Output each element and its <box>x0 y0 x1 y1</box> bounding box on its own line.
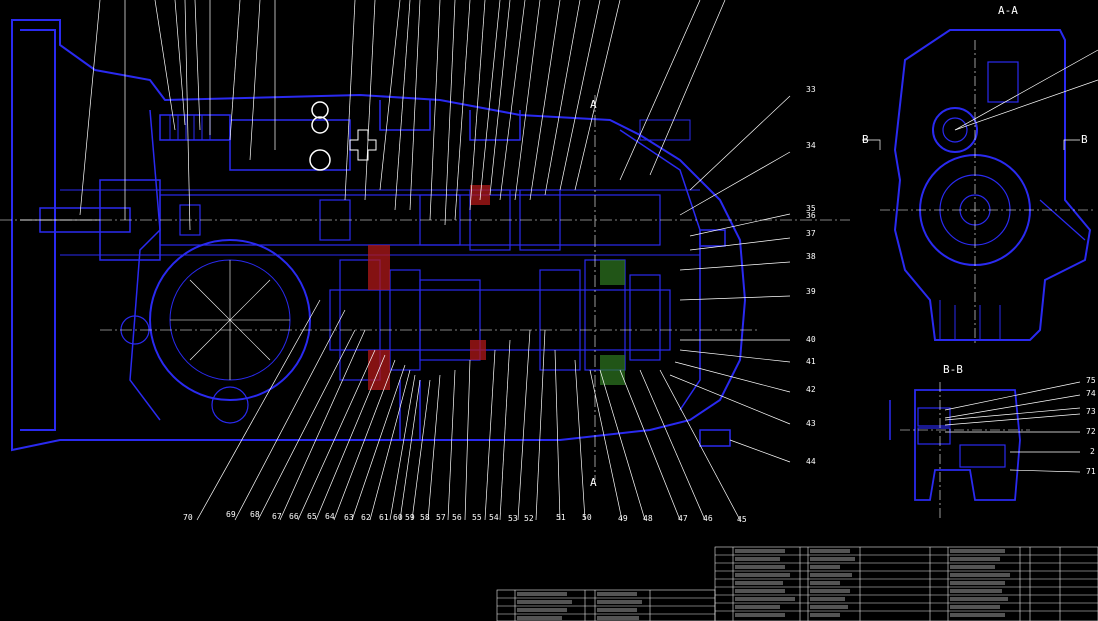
section-hatching-green <box>600 260 625 385</box>
callout-43: 43 <box>806 419 816 428</box>
callout-34: 34 <box>806 141 816 150</box>
callout-36: 36 <box>806 211 816 220</box>
callout-73: 73 <box>1086 407 1096 416</box>
right-leader-lines <box>669 95 791 463</box>
callout-46: 46 <box>703 514 713 523</box>
callout-68: 68 <box>250 510 260 519</box>
section-aa-title: A-A <box>998 4 1018 17</box>
callout-63: 63 <box>344 513 354 522</box>
callout-33: 33 <box>806 85 816 94</box>
centerlines <box>0 95 850 480</box>
callout-56: 56 <box>452 513 462 522</box>
callout-64: 64 <box>325 512 335 521</box>
callout-44: 44 <box>806 457 816 466</box>
callout-59: 59 <box>405 513 415 522</box>
callout-60: 60 <box>393 513 403 522</box>
section-bb-title: B-B <box>943 363 963 376</box>
differential-spokes <box>170 260 290 380</box>
differential-gear <box>120 239 311 424</box>
callout-41: 41 <box>806 357 816 366</box>
callout-35: 35 <box>806 204 816 213</box>
callout-2: 2 <box>1090 447 1095 456</box>
callout-61: 61 <box>379 513 389 522</box>
lower-housing-details <box>399 229 731 447</box>
section-mark-a-bottom: A <box>590 476 597 489</box>
callout-42: 42 <box>806 385 816 394</box>
callout-39: 39 <box>806 287 816 296</box>
callout-70: 70 <box>183 513 193 522</box>
callout-75: 75 <box>1086 376 1096 385</box>
bottom-leader-lines <box>196 299 741 521</box>
callout-67: 67 <box>272 512 282 521</box>
shift-mechanism <box>159 101 377 171</box>
section-b-cut-left: B <box>862 133 869 146</box>
callout-66: 66 <box>289 512 299 521</box>
callout-48: 48 <box>643 514 653 523</box>
right-callout-labels: 33 34 35 36 37 38 39 40 41 42 43 44 <box>806 85 816 466</box>
callout-45: 45 <box>737 515 747 524</box>
section-cut-marks: A A <box>590 98 597 489</box>
callout-55: 55 <box>472 513 482 522</box>
section-mark-a-top: A <box>590 98 597 111</box>
callout-47: 47 <box>678 514 688 523</box>
section-bb-view: B-B 75 74 73 72 2 71 <box>889 363 1096 520</box>
callout-58: 58 <box>420 513 430 522</box>
callout-74: 74 <box>1086 389 1096 398</box>
callout-71: 71 <box>1086 467 1096 476</box>
callout-57: 57 <box>436 513 446 522</box>
parts-table-rows <box>517 549 1010 620</box>
callout-37: 37 <box>806 229 816 238</box>
section-b-cut-right: B <box>1081 133 1088 146</box>
top-leader-lines <box>79 0 726 231</box>
callout-65: 65 <box>307 512 317 521</box>
callout-54: 54 <box>489 513 499 522</box>
callout-52: 52 <box>524 514 534 523</box>
callout-53: 53 <box>508 514 518 523</box>
bottom-callout-labels: 70 69 68 67 66 65 64 63 62 61 60 59 58 5… <box>183 510 747 524</box>
callout-38: 38 <box>806 252 816 261</box>
callout-49: 49 <box>618 514 628 523</box>
section-hatching <box>368 185 490 390</box>
callout-40: 40 <box>806 335 816 344</box>
callout-50: 50 <box>582 513 592 522</box>
callout-62: 62 <box>361 513 371 522</box>
parts-list-table <box>496 546 1098 621</box>
callout-51: 51 <box>556 513 566 522</box>
section-aa-view: A-A B B <box>862 4 1098 345</box>
callout-72: 72 <box>1086 427 1096 436</box>
callout-69: 69 <box>226 510 236 519</box>
